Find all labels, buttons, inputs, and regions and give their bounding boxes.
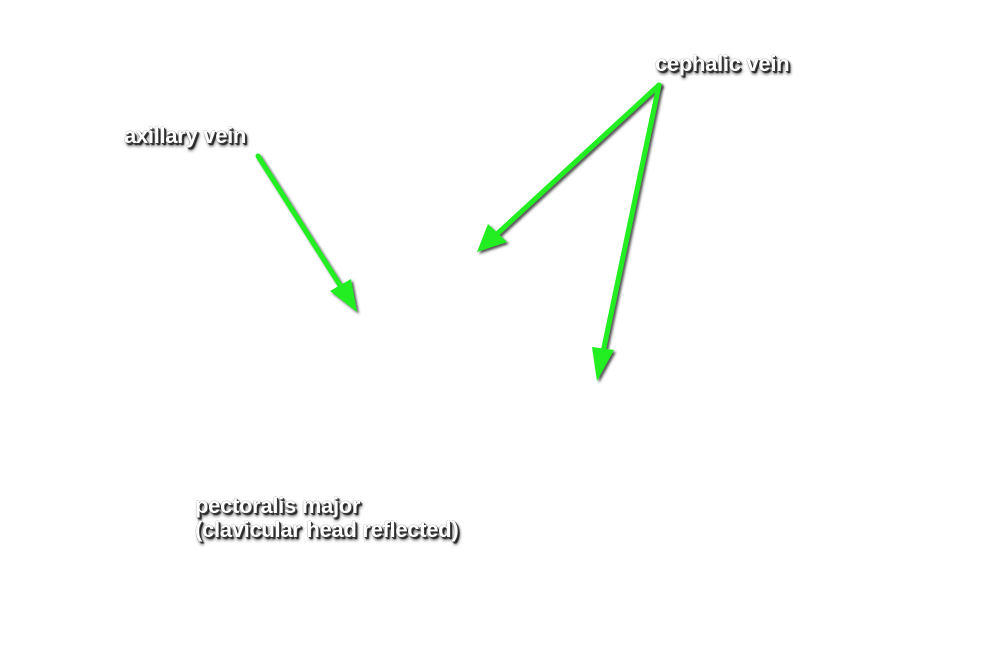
cephalic-vein-arrow-left bbox=[477, 82, 662, 252]
axillary-vein-label: axillary vein bbox=[124, 124, 246, 148]
axillary-vein-arrow bbox=[255, 153, 357, 312]
cephalic-vein-arrow-down bbox=[592, 82, 662, 381]
clavicular-head-text: (clavicular head reflected) bbox=[195, 517, 459, 542]
cephalic-vein-text: cephalic vein bbox=[655, 51, 790, 76]
pectoralis-major-label: pectoralis major (clavicular head reflec… bbox=[195, 493, 459, 542]
axillary-vein-text: axillary vein bbox=[124, 123, 247, 148]
cephalic-vein-label: cephalic vein bbox=[655, 51, 790, 76]
pectoralis-major-text: pectoralis major bbox=[195, 493, 361, 518]
